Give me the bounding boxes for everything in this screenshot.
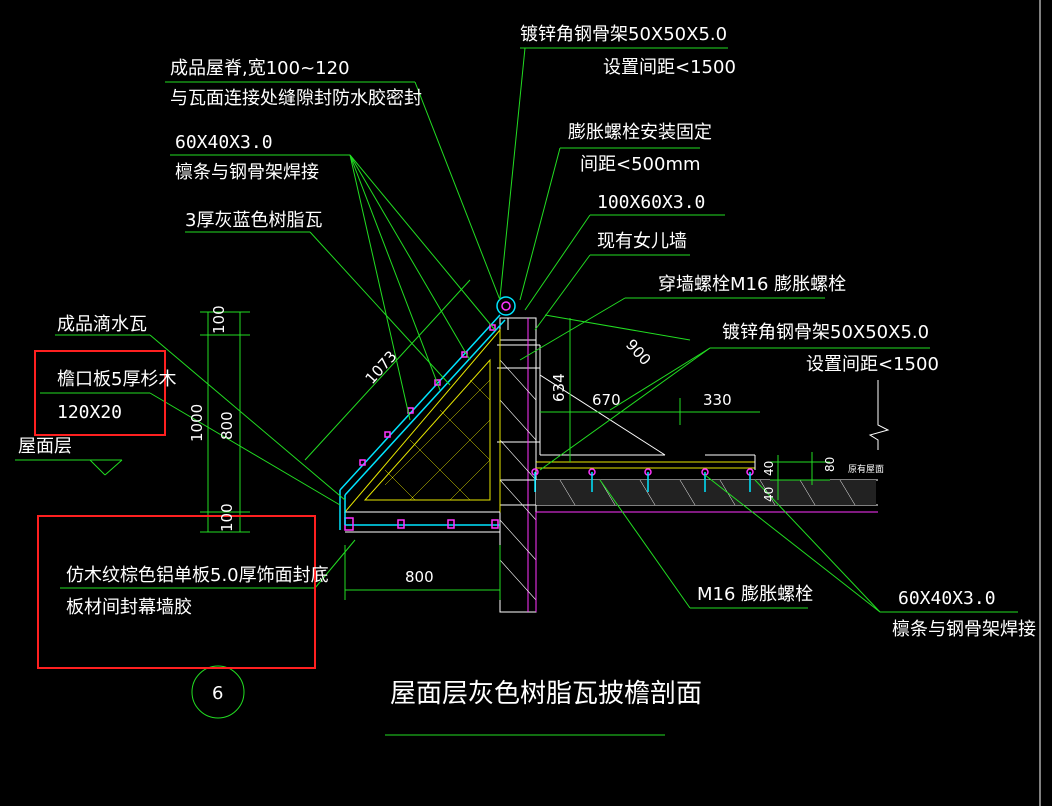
soffit-highlight-box	[37, 515, 316, 669]
dim-100-bottom: 100	[218, 503, 236, 532]
resin-tile-roof	[339, 296, 516, 530]
ridge-cap	[496, 296, 516, 316]
eave-truss	[343, 328, 501, 533]
through-bolt-label: 穿墙螺栓M16 膨胀螺栓	[658, 274, 846, 295]
purlin-right-label-1: 60X40X3.0	[898, 588, 996, 609]
dim-900: 900	[622, 336, 655, 369]
fascia-label-1: 檐口板5厚杉木	[57, 369, 176, 390]
parapet-label: 现有女儿墙	[597, 231, 687, 252]
roof-slab	[500, 479, 878, 612]
angle-right-label-2: 设置间距<1500	[806, 354, 939, 375]
roof-level-label: 屋面层	[18, 436, 72, 457]
soffit-label-1: 仿木纹棕色铝单板5.0厚饰面封底	[66, 565, 329, 586]
soffit-label-2: 板材间封幕墙胶	[66, 597, 192, 618]
angle-right-label-1: 镀锌角钢骨架50X50X5.0	[722, 322, 929, 343]
detail-number-circle	[191, 665, 245, 719]
resin-tile-label: 3厚灰蓝色树脂瓦	[185, 210, 322, 231]
dim-800-horizontal: 800	[405, 568, 434, 586]
angle-top-label-1: 镀锌角钢骨架50X50X5.0	[520, 24, 727, 45]
detail-number: 6	[212, 683, 223, 704]
leader-lines	[15, 47, 1018, 736]
drip-tile-label: 成品滴水瓦	[57, 314, 147, 335]
drawing-title: 屋面层灰色树脂瓦披檐剖面	[390, 679, 702, 709]
dim-634: 634	[550, 373, 568, 402]
m16-anchor-bolts	[531, 468, 754, 492]
angle-top-label-2: 设置间距<1500	[603, 57, 736, 78]
tube-label: 100X60X3.0	[597, 192, 705, 213]
anchor-label-1: 膨胀螺栓安装固定	[568, 122, 712, 143]
dim-670: 670	[592, 391, 621, 409]
dim-100-top: 100	[210, 305, 228, 334]
dim-40-b: 40	[762, 487, 776, 502]
dim-800-vertical: 800	[218, 411, 236, 440]
purlin-top-label-1: 60X40X3.0	[175, 132, 273, 153]
parapet-wall	[497, 317, 540, 613]
fascia-highlight-box	[34, 350, 166, 436]
ridge-label-1: 成品屋脊,宽100~120	[170, 58, 350, 79]
fascia-label-2: 120X20	[57, 402, 122, 423]
dim-1000: 1000	[188, 404, 206, 442]
anchor-label-2: 间距<500mm	[580, 154, 701, 175]
dim-330: 330	[703, 391, 732, 409]
purlin-right-label-2: 檩条与钢骨架焊接	[892, 619, 1036, 640]
purlin-top-label-2: 檩条与钢骨架焊接	[175, 162, 319, 183]
break-line	[868, 420, 890, 450]
existing-roof-label: 原有屋面	[848, 463, 884, 475]
ridge-label-2: 与瓦面连接处缝隙封防水胶密封	[170, 88, 422, 109]
dim-40-a: 40	[762, 461, 776, 476]
dim-80: 80	[823, 457, 837, 472]
dimensions	[200, 279, 830, 600]
m16-bolt-label: M16 膨胀螺栓	[697, 584, 813, 605]
